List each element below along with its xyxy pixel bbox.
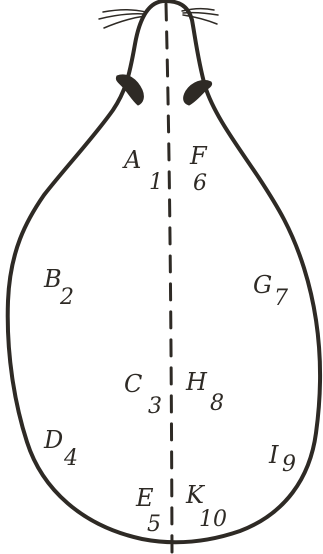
label-c: C — [124, 370, 142, 398]
label-8: 8 — [210, 391, 224, 416]
label-6: 6 — [193, 171, 207, 196]
label-1: 1 — [149, 170, 163, 195]
label-7: 7 — [274, 286, 288, 311]
label-h: H — [185, 368, 208, 396]
label-2: 2 — [59, 285, 74, 310]
label-3: 3 — [148, 394, 162, 419]
label-9: 9 — [282, 452, 296, 477]
label-d: D — [43, 426, 63, 454]
label-5: 5 — [147, 512, 161, 537]
center-dashed-line — [166, 4, 172, 552]
label-10: 10 — [199, 507, 227, 532]
label-k: K — [185, 481, 206, 509]
label-g: G — [253, 271, 272, 299]
label-a: A — [122, 146, 141, 174]
label-i: I — [268, 441, 279, 469]
label-b: B — [43, 265, 62, 293]
label-f: F — [189, 142, 208, 170]
label-e: E — [135, 484, 154, 512]
label-4: 4 — [63, 446, 78, 471]
